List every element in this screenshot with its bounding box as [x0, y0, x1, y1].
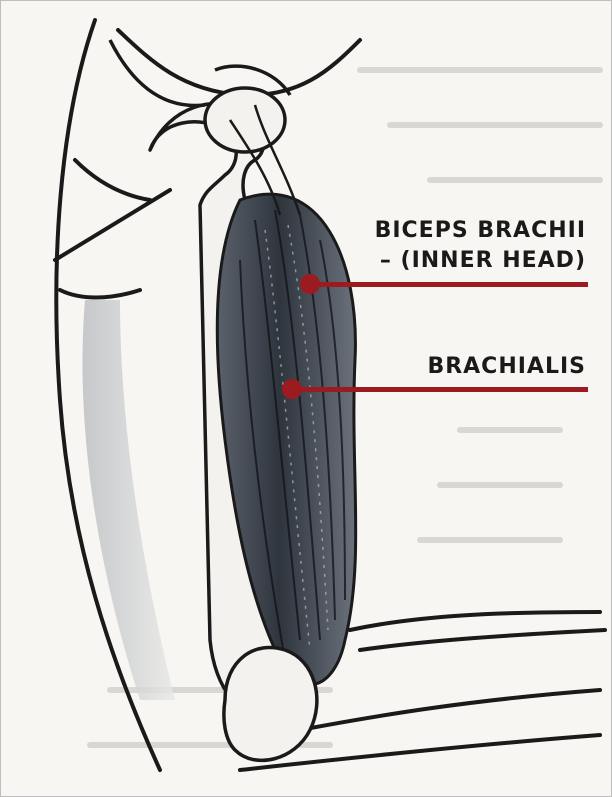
image-border — [0, 0, 612, 797]
anatomy-illustration-page: BICEPS BRACHII – (INNER HEAD) BRACHIALIS — [0, 0, 612, 797]
